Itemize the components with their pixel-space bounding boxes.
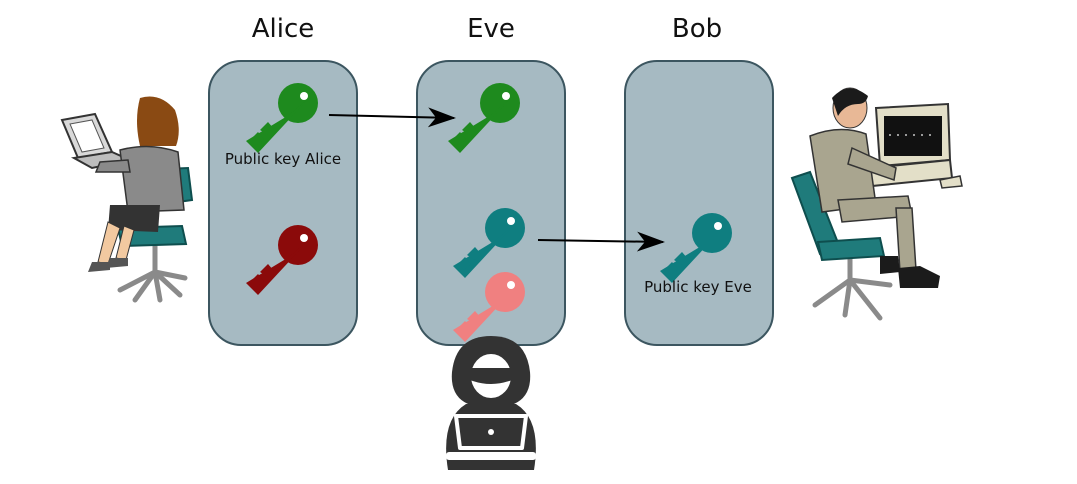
eve-intercepted-key-icon — [448, 83, 520, 153]
alice-panel — [208, 60, 358, 346]
bob-label: Bob — [672, 14, 722, 44]
alice-public-key-label: Public key Alice — [225, 150, 341, 168]
eve-private-key-icon — [453, 272, 525, 342]
bob-received-key-icon — [660, 213, 732, 283]
eve-hacker-icon — [446, 336, 536, 470]
arrow-alice-to-eve — [328, 107, 456, 128]
arrow-eve-to-bob — [537, 231, 665, 252]
bob-person-icon — [790, 84, 963, 322]
alice-person-icon — [58, 95, 195, 310]
bob-public-key-label: Public key Eve — [644, 278, 752, 296]
alice-private-key-icon — [246, 225, 318, 295]
alice-label: Alice — [252, 14, 315, 44]
eve-public-key-icon — [453, 208, 525, 278]
alice-public-key-icon — [246, 83, 318, 153]
eve-label: Eve — [467, 14, 515, 44]
bob-panel — [624, 60, 774, 346]
